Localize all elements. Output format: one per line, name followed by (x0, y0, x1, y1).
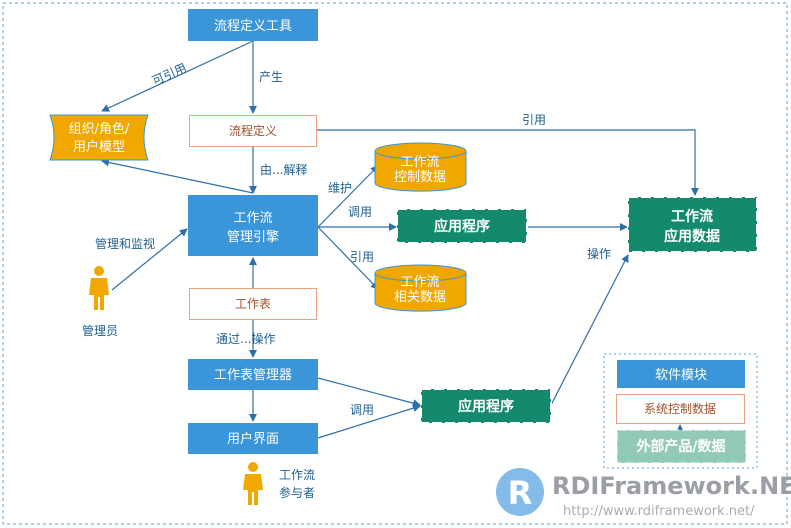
node-workflow-relevant-data[interactable]: 工作流 相关数据 (374, 264, 467, 312)
legend-control-data-swatch (616, 394, 745, 424)
node-label: 工作流 (671, 208, 713, 225)
watermark-brand: RDIFramework.NET (552, 472, 791, 500)
label-operate: 操作 (587, 246, 611, 261)
svg-text:R: R (508, 474, 533, 512)
node-application-bottom[interactable]: 应用程序 (420, 388, 552, 424)
node-label: 管理引擎 (227, 230, 279, 245)
legend: 软件模块 系统控制数据 外部产品/数据 (603, 353, 758, 469)
node-label: 流程定义 (229, 123, 277, 138)
edge-app-appdata-bottom (550, 254, 629, 406)
legend-external-swatch (616, 429, 747, 464)
node-workflow-application-data[interactable]: 工作流 应用数据 (627, 196, 758, 253)
legend-software-module: 软件模块 (655, 368, 707, 383)
admin-person-icon (89, 266, 109, 310)
node-label: 应用程序 (458, 398, 514, 415)
node-worklist[interactable]: 工作表 (189, 288, 317, 320)
participant-label-2: 参与者 (279, 485, 315, 500)
node-label: 应用程序 (434, 218, 490, 235)
label-can-reference: 可引用 (150, 61, 189, 88)
label-maintain: 维护 (328, 181, 352, 195)
node-application-top[interactable]: 应用程序 (396, 208, 528, 244)
node-label: 组织/角色/ (69, 121, 130, 137)
edge-engine-controldata (317, 165, 379, 228)
watermark: R RDIFramework.NET http://www.rdiframewo… (496, 468, 791, 519)
watermark-url: http://www.rdiframework.net/ (563, 504, 755, 519)
node-label: 工作流 (400, 275, 439, 290)
node-org-role-user-model[interactable]: 组织/角色/ 用户模型 (49, 114, 149, 161)
node-label: 应用数据 (664, 228, 720, 245)
label-interpreted-by: 由...解释 (260, 163, 307, 177)
node-label: 相关数据 (394, 290, 446, 305)
label-invoke-bottom: 调用 (350, 403, 374, 417)
node-user-interface[interactable]: 用户界面 (188, 423, 318, 454)
node-label: 工作表 (235, 297, 271, 311)
label-manage-monitor: 管理和监视 (95, 236, 155, 251)
node-label: 用户模型 (73, 139, 125, 155)
node-label: 用户界面 (227, 431, 279, 447)
node-process-definition-tool[interactable]: 流程定义工具 (188, 9, 318, 41)
legend-software-module-swatch (617, 360, 745, 388)
edge-tool-org (101, 40, 254, 112)
node-process-definition[interactable]: 流程定义 (189, 115, 317, 147)
label-reference-top: 引用 (522, 113, 546, 127)
node-label: 工作流 (233, 211, 272, 226)
node-worklist-handler[interactable]: 工作表管理器 (188, 359, 318, 390)
edge-handler-app (317, 377, 421, 408)
edges (101, 40, 699, 439)
node-workflow-control-data[interactable]: 工作流 控制数据 (374, 142, 467, 192)
edge-admin-engine (111, 228, 188, 291)
legend-external-product: 外部产品/数据 (636, 438, 725, 455)
label-invoke-top: 调用 (348, 205, 372, 219)
edge-engine-org (101, 158, 254, 194)
admin-label: 管理员 (82, 323, 118, 338)
label-reference-mid: 引用 (350, 250, 374, 264)
edge-engine-relevantdata (317, 226, 379, 290)
node-workflow-engine[interactable]: 工作流 管理引擎 (188, 195, 318, 256)
node-label: 工作流 (400, 155, 439, 170)
label-produce: 产生 (259, 70, 283, 84)
node-label: 控制数据 (394, 170, 446, 185)
participant-label-1: 工作流 (279, 468, 315, 482)
label-via-operate: 通过...操作 (216, 331, 275, 346)
edge-ui-app (317, 404, 421, 439)
node-label: 流程定义工具 (214, 19, 292, 34)
rdi-logo-icon (496, 468, 544, 516)
node-label: 工作表管理器 (214, 368, 292, 383)
edge-definition-appdata (317, 129, 699, 196)
legend-system-control-data: 系统控制数据 (644, 401, 716, 416)
participant-person-icon (243, 462, 263, 505)
